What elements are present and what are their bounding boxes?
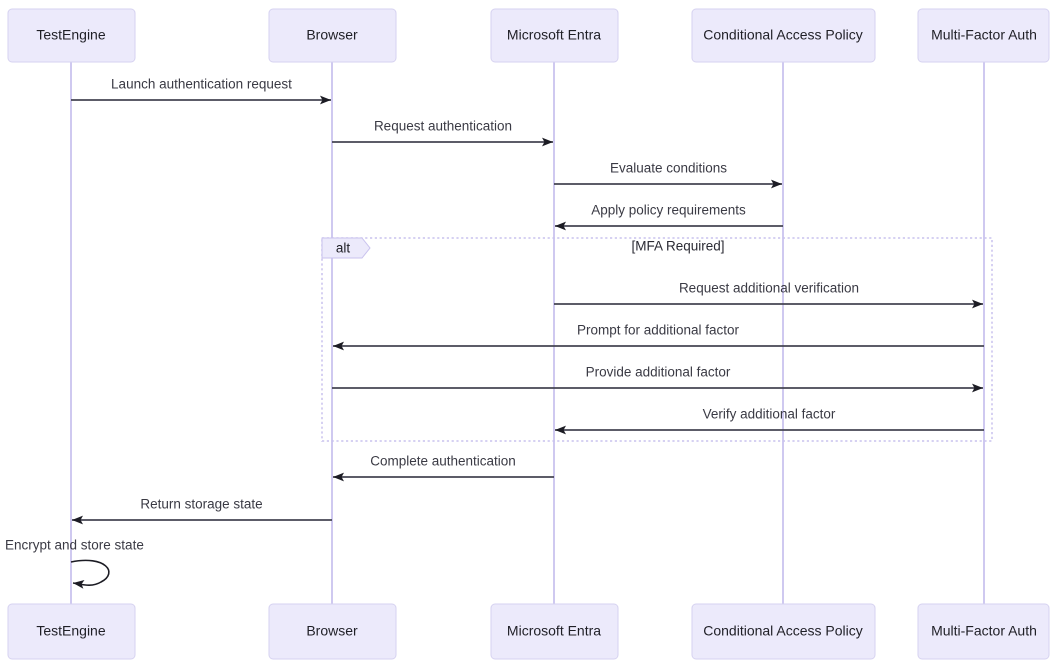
message-label-m6: Prompt for additional factor xyxy=(577,323,740,338)
message-label-m3: Evaluate conditions xyxy=(610,161,727,176)
message-label-m7: Provide additional factor xyxy=(586,365,731,380)
message-m10: Return storage state xyxy=(72,497,332,525)
actor-boxes-bottom: TestEngine Browser Microsoft Entra Conditio… xyxy=(7,603,1050,660)
alt-tab-shape-alt-mfa xyxy=(321,237,371,259)
actor-entra-top[interactable]: Microsoft Entra xyxy=(490,8,619,63)
actor-label-entra: Microsoft Entra xyxy=(507,623,601,639)
actor-box-rect-entra xyxy=(490,603,619,660)
actor-label-entra: Microsoft Entra xyxy=(507,27,601,43)
message-label-m8: Verify additional factor xyxy=(703,407,836,422)
alt-condition-label-alt-mfa: [MFA Required] xyxy=(631,239,724,254)
message-m1: Launch authentication request xyxy=(71,77,331,105)
actor-entra-bottom[interactable]: Microsoft Entra xyxy=(490,603,619,660)
message-m4: Apply policy requirements xyxy=(555,203,783,231)
message-label-m5: Request additional verification xyxy=(679,281,859,296)
actor-browser-bottom[interactable]: Browser xyxy=(268,603,397,660)
message-label-m1: Launch authentication request xyxy=(111,77,292,92)
actor-testengine-top[interactable]: TestEngine xyxy=(7,8,136,63)
actor-label-mfa: Multi-Factor Auth xyxy=(931,623,1037,639)
actor-box-rect-cap xyxy=(691,603,876,660)
message-m3: Evaluate conditions xyxy=(554,161,782,189)
actor-browser-top[interactable]: Browser xyxy=(268,8,397,63)
actor-label-browser: Browser xyxy=(306,27,358,43)
actor-box-rect-mfa xyxy=(917,8,1050,63)
message-label-m4: Apply policy requirements xyxy=(591,203,746,218)
message-label-m2: Request authentication xyxy=(374,119,512,134)
alt-tab-label-alt-mfa: alt xyxy=(336,241,351,256)
actor-box-rect-cap xyxy=(691,8,876,63)
actor-label-browser: Browser xyxy=(306,623,358,639)
actor-box-rect-browser xyxy=(268,603,397,660)
actor-cap-bottom[interactable]: Conditional Access Policy xyxy=(691,603,876,660)
actor-mfa-bottom[interactable]: Multi-Factor Auth xyxy=(917,603,1050,660)
alt-fragments-group: alt [MFA Required] xyxy=(321,237,993,442)
self-message-label-m11: Encrypt and store state xyxy=(5,538,144,553)
message-m6: Prompt for additional factor xyxy=(333,323,984,351)
message-m5: Request additional verification xyxy=(554,281,983,309)
actor-box-rect-mfa xyxy=(917,603,1050,660)
actor-label-mfa: Multi-Factor Auth xyxy=(931,27,1037,43)
message-m9: Complete authentication xyxy=(333,454,554,482)
message-label-m10: Return storage state xyxy=(140,497,262,512)
actor-cap-top[interactable]: Conditional Access Policy xyxy=(691,8,876,63)
fragment-alt-mfa: alt [MFA Required] xyxy=(321,237,993,442)
alt-frame-alt-mfa xyxy=(321,237,993,442)
message-m2: Request authentication xyxy=(332,119,553,147)
actor-boxes-top: TestEngine Browser Microsoft Entra Conditio… xyxy=(7,8,1050,63)
actor-box-rect-testengine xyxy=(7,603,136,660)
message-label-m9: Complete authentication xyxy=(370,454,516,469)
message-m7: Provide additional factor xyxy=(332,365,983,393)
self-message-m11: Encrypt and store state xyxy=(5,538,144,589)
actor-box-rect-browser xyxy=(268,8,397,63)
self-message-loop-m11 xyxy=(70,559,110,589)
actor-mfa-top[interactable]: Multi-Factor Auth xyxy=(917,8,1050,63)
actor-testengine-bottom[interactable]: TestEngine xyxy=(7,603,136,660)
actor-box-rect-testengine xyxy=(7,8,136,63)
actor-label-cap: Conditional Access Policy xyxy=(703,623,863,639)
actor-label-cap: Conditional Access Policy xyxy=(703,27,863,43)
message-m8: Verify additional factor xyxy=(555,407,984,435)
actor-label-testengine: TestEngine xyxy=(36,623,105,639)
lifelines-group xyxy=(70,62,985,604)
actor-box-rect-entra xyxy=(490,8,619,63)
actor-label-testengine: TestEngine xyxy=(36,27,105,43)
